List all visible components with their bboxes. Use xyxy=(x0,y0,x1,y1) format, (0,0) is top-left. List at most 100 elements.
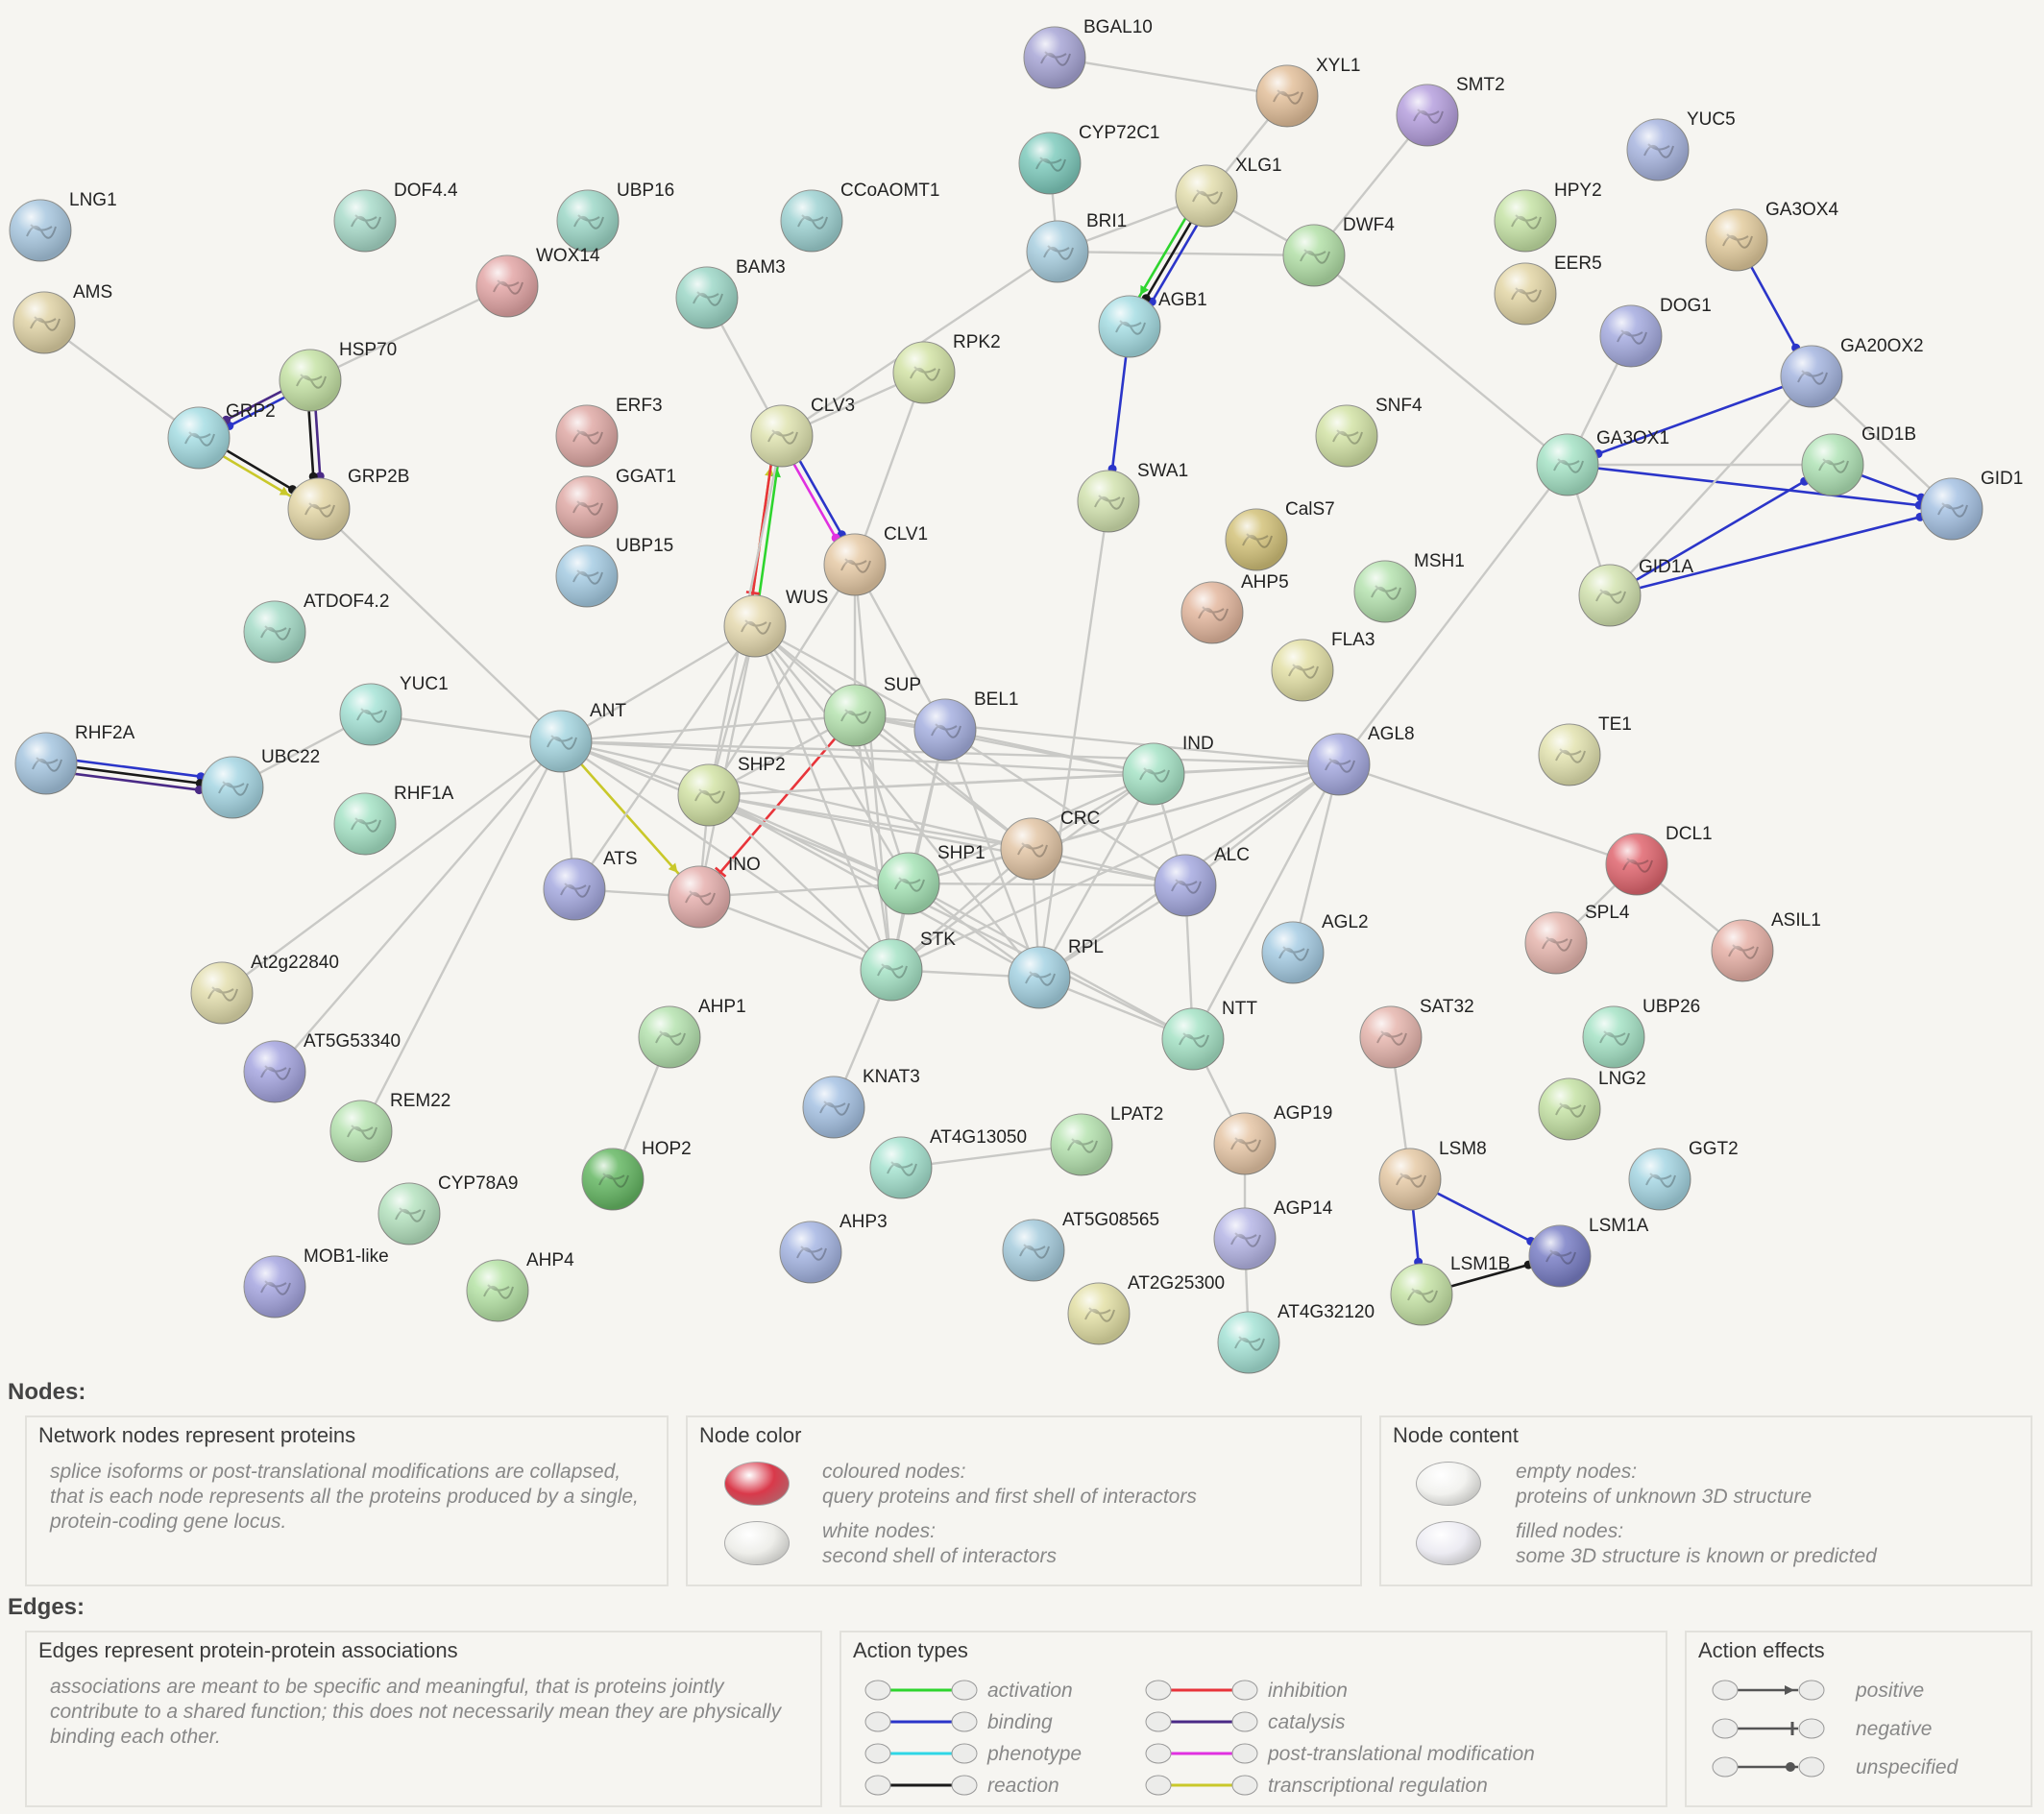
protein-node-grp2b[interactable]: GRP2B xyxy=(287,467,409,541)
protein-node-msh1[interactable]: MSH1 xyxy=(1353,551,1465,623)
protein-node-bri1[interactable]: BRI1 xyxy=(1026,211,1127,283)
protein-node-at5g53340[interactable]: AT5G53340 xyxy=(243,1031,401,1103)
node-label: WOX14 xyxy=(536,246,600,266)
edge-association xyxy=(42,321,201,440)
protein-node-stk[interactable]: STK xyxy=(860,930,956,1002)
protein-node-alc[interactable]: ALC xyxy=(1154,845,1250,917)
protein-node-ubp15[interactable]: UBP15 xyxy=(555,536,673,608)
protein-node-ams[interactable]: AMS xyxy=(12,282,112,354)
protein-node-mob1-like[interactable]: MOB1-like xyxy=(243,1246,389,1318)
protein-node-asil1[interactable]: ASIL1 xyxy=(1711,910,1821,982)
protein-node-at2g25300[interactable]: AT2G25300 xyxy=(1067,1273,1225,1345)
node-label: ALC xyxy=(1214,845,1250,865)
protein-node-at4g32120[interactable]: AT4G32120 xyxy=(1217,1302,1375,1374)
protein-node-te1[interactable]: TE1 xyxy=(1538,714,1632,786)
protein-node-rhf2a[interactable]: RHF2A xyxy=(14,723,135,795)
protein-node-ntt[interactable]: NTT xyxy=(1161,999,1257,1071)
protein-node-fla3[interactable]: FLA3 xyxy=(1271,630,1375,702)
protein-node-ino[interactable]: INO xyxy=(668,855,761,929)
protein-node-agp14[interactable]: AGP14 xyxy=(1213,1198,1333,1270)
protein-node-atdof4-2[interactable]: ATDOF4.2 xyxy=(243,592,389,664)
protein-node-shp2[interactable]: SHP2 xyxy=(677,755,786,827)
protein-node-lsm1b[interactable]: LSM1B xyxy=(1390,1254,1510,1326)
protein-node-snf4[interactable]: SNF4 xyxy=(1315,396,1423,468)
protein-node-dog1[interactable]: DOG1 xyxy=(1599,296,1712,368)
protein-node-agp19[interactable]: AGP19 xyxy=(1213,1103,1332,1175)
protein-node-swa1[interactable]: SWA1 xyxy=(1077,461,1188,533)
protein-node-yuc1[interactable]: YUC1 xyxy=(339,674,449,746)
protein-node-wus[interactable]: WUS xyxy=(723,588,828,658)
protein-node-dwf4[interactable]: DWF4 xyxy=(1282,215,1395,287)
protein-node-dof4-4[interactable]: DOF4.4 xyxy=(333,181,458,253)
protein-node-ggt2[interactable]: GGT2 xyxy=(1628,1139,1739,1211)
protein-node-agl2[interactable]: AGL2 xyxy=(1261,912,1369,984)
protein-node-sat32[interactable]: SAT32 xyxy=(1359,997,1474,1069)
node-label: MOB1-like xyxy=(304,1246,389,1267)
protein-node-ubc22[interactable]: UBC22 xyxy=(201,747,320,819)
protein-node-yuc5[interactable]: YUC5 xyxy=(1626,109,1736,181)
edge-sample-icon xyxy=(1145,1775,1258,1796)
protein-node-ahp1[interactable]: AHP1 xyxy=(638,997,746,1069)
protein-node-ahp4[interactable]: AHP4 xyxy=(466,1250,574,1322)
protein-node-dcl1[interactable]: DCL1 xyxy=(1605,824,1713,896)
protein-node-crc[interactable]: CRC xyxy=(1000,809,1100,881)
legend-line1: white nodes: xyxy=(822,1520,936,1542)
protein-node-gid1[interactable]: GID1 xyxy=(1920,469,2023,541)
protein-node-rem22[interactable]: REM22 xyxy=(329,1091,450,1163)
protein-node-clv1[interactable]: CLV1 xyxy=(823,524,928,596)
protein-node-ggat1[interactable]: GGAT1 xyxy=(555,467,676,539)
protein-node-ubp16[interactable]: UBP16 xyxy=(556,181,674,253)
protein-node-agb1[interactable]: AGB1 xyxy=(1098,290,1207,358)
protein-node-at4g13050[interactable]: AT4G13050 xyxy=(869,1127,1027,1199)
protein-node-lng2[interactable]: LNG2 xyxy=(1538,1069,1646,1141)
protein-node-lsm1a[interactable]: LSM1A xyxy=(1528,1216,1649,1288)
edge-sample-icon xyxy=(1145,1711,1258,1732)
protein-node-ind[interactable]: IND xyxy=(1122,734,1214,806)
protein-node-clv3[interactable]: CLV3 xyxy=(750,396,855,468)
protein-node-spl4[interactable]: SPL4 xyxy=(1524,903,1630,975)
protein-node-at5g08565[interactable]: AT5G08565 xyxy=(1002,1210,1159,1282)
protein-node-agl8[interactable]: AGL8 xyxy=(1307,724,1415,796)
protein-node-xyl1[interactable]: XYL1 xyxy=(1255,56,1360,128)
protein-node-shp1[interactable]: SHP1 xyxy=(877,843,986,915)
protein-node-lng1[interactable]: LNG1 xyxy=(9,190,117,262)
protein-node-ga3ox1[interactable]: GA3OX1 xyxy=(1536,428,1669,496)
protein-node-gid1a[interactable]: GID1A xyxy=(1578,557,1693,627)
protein-node-ccoaomt1[interactable]: CCoAOMT1 xyxy=(780,181,939,253)
protein-node-sup[interactable]: SUP xyxy=(823,675,921,747)
protein-node-rpk2[interactable]: RPK2 xyxy=(892,332,1001,404)
protein-node-knat3[interactable]: KNAT3 xyxy=(802,1067,920,1139)
protein-node-grp2[interactable]: GRP2 xyxy=(167,401,276,470)
protein-node-ahp5[interactable]: AHP5 xyxy=(1180,572,1289,644)
protein-node-gid1b[interactable]: GID1B xyxy=(1801,424,1916,496)
protein-node-cals7[interactable]: CalS7 xyxy=(1225,499,1335,571)
node-label: ERF3 xyxy=(616,396,663,416)
protein-node-rhf1a[interactable]: RHF1A xyxy=(333,784,454,856)
protein-node-erf3[interactable]: ERF3 xyxy=(555,396,663,468)
protein-node-cyp78a9[interactable]: CYP78A9 xyxy=(377,1173,518,1246)
protein-node-bgal10[interactable]: BGAL10 xyxy=(1023,17,1153,89)
protein-node-hop2[interactable]: HOP2 xyxy=(581,1139,692,1211)
protein-node-eer5[interactable]: EER5 xyxy=(1494,254,1602,326)
protein-node-ant[interactable]: ANT xyxy=(529,701,626,773)
protein-node-bel1[interactable]: BEL1 xyxy=(913,689,1018,762)
protein-node-ga20ox2[interactable]: GA20OX2 xyxy=(1780,336,1924,408)
protein-node-ubp26[interactable]: UBP26 xyxy=(1582,997,1700,1069)
edge-association xyxy=(707,793,893,972)
protein-node-hpy2[interactable]: HPY2 xyxy=(1494,181,1602,253)
protein-node-at2g22840[interactable]: At2g22840 xyxy=(190,953,339,1025)
protein-node-bam3[interactable]: BAM3 xyxy=(675,257,786,329)
protein-node-ats[interactable]: ATS xyxy=(543,849,638,921)
edge-association xyxy=(1337,762,1639,866)
protein-node-lpat2[interactable]: LPAT2 xyxy=(1050,1104,1163,1176)
protein-node-smt2[interactable]: SMT2 xyxy=(1396,75,1505,147)
protein-node-hsp70[interactable]: HSP70 xyxy=(279,340,397,412)
protein-node-wox14[interactable]: WOX14 xyxy=(475,246,600,318)
protein-node-ahp3[interactable]: AHP3 xyxy=(779,1212,888,1284)
protein-node-cyp72c1[interactable]: CYP72C1 xyxy=(1018,123,1160,195)
protein-node-ga3ox4[interactable]: GA3OX4 xyxy=(1705,200,1838,272)
protein-node-rpl[interactable]: RPL xyxy=(1008,937,1104,1009)
protein-node-xlg1[interactable]: XLG1 xyxy=(1175,156,1282,228)
protein-node-lsm8[interactable]: LSM8 xyxy=(1378,1139,1487,1211)
